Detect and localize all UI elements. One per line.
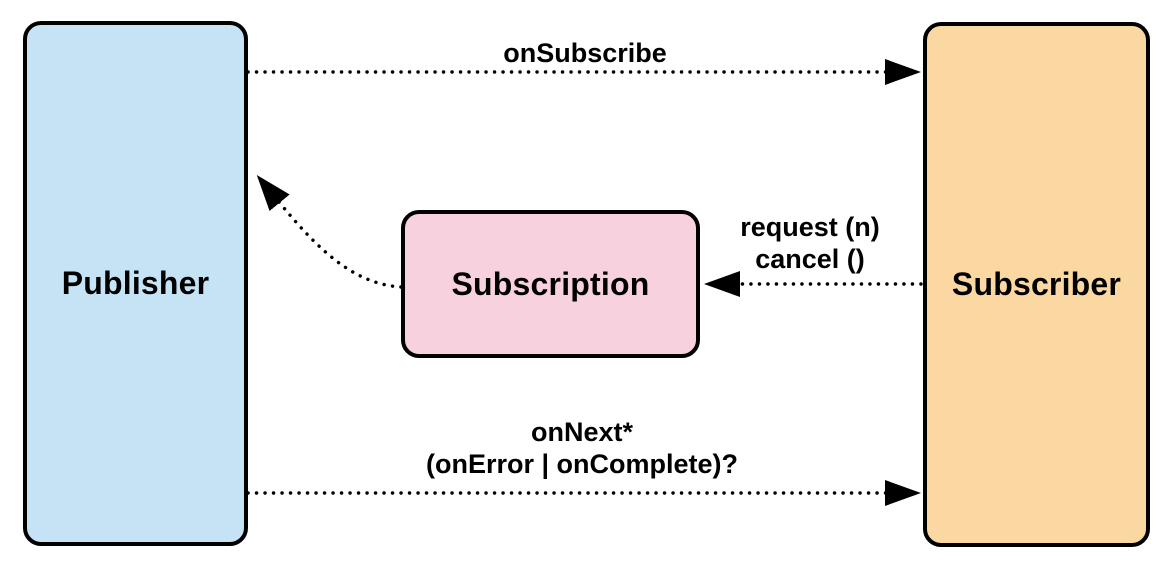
request-label-line: request (n): [740, 212, 880, 242]
subscription-to-publisher-arrow: [256, 174, 403, 289]
request-cancel-arrow-label: request (n) cancel (): [740, 211, 880, 275]
cancel-label-line: cancel (): [755, 244, 865, 274]
subscriber-label: Subscriber: [951, 266, 1122, 302]
publisher-label: Publisher: [61, 265, 210, 301]
node-subscriber: Subscriber: [923, 22, 1150, 547]
onnext-label-line: onNext*: [530, 417, 634, 447]
node-publisher: Publisher: [23, 21, 248, 546]
onsubscribe-arrow-label: onSubscribe: [503, 38, 667, 68]
onerror-oncomplete-label-line: (onError | onComplete)?: [425, 449, 739, 479]
onnext-arrow-label: onNext* (onError | onComplete)?: [426, 416, 738, 480]
node-subscription: Subscription: [401, 210, 700, 358]
subscription-label: Subscription: [451, 265, 650, 302]
